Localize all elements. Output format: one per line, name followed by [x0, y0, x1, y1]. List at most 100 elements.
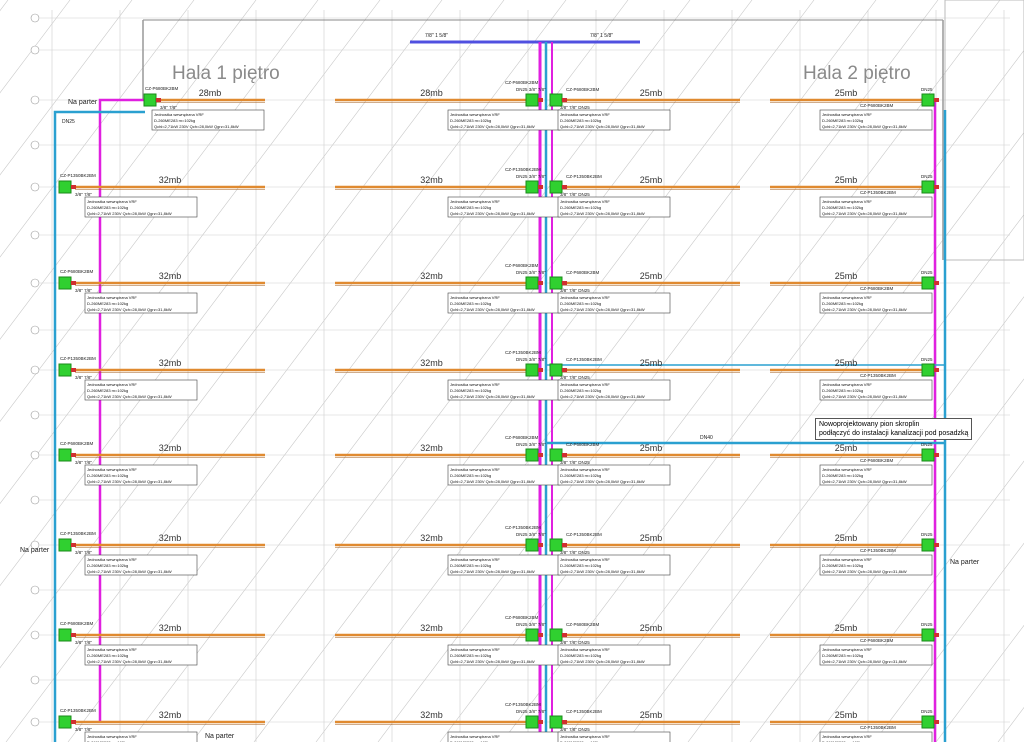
unit-spec-line: D-260ME283 m=102kg	[560, 205, 601, 210]
duct-length-label: 25mb	[835, 271, 858, 281]
unit-connection-icon	[538, 98, 543, 102]
duct-length-label: 32mb	[159, 710, 182, 720]
unit-spec-line: D-260ME283 m=102kg	[87, 653, 128, 658]
duct-length-label: 32mb	[159, 443, 182, 453]
unit-connection-icon	[71, 368, 76, 372]
duct-length-label: 25mb	[640, 623, 663, 633]
unit-model-label: CZ-P680BK2BM	[60, 621, 94, 626]
pipe-size-label: DN25	[921, 709, 933, 714]
pipe-size-label: 3/8" 7/8"	[75, 192, 92, 197]
unit-spec-box	[84, 292, 198, 314]
unit-spec-line: Jednostka wewnętrzna VRF	[450, 199, 500, 204]
unit-connection-icon	[538, 185, 543, 189]
unit-spec-box	[557, 554, 671, 576]
duct-length-label: 25mb	[835, 175, 858, 185]
indoor-unit-icon	[58, 448, 72, 462]
unit-spec-line: Qchł=2,71kW 230V Qch=28,0kW Qgrz=31,8kW	[87, 569, 172, 574]
unit-model-label: CZ-P680BK2BM	[566, 270, 600, 275]
duct-length-label: 25mb	[640, 443, 663, 453]
unit-model-label: CZ-P1350BK2BM	[860, 548, 896, 553]
unit-spec-box	[84, 644, 198, 666]
unit-model-label: CZ-P1350BK2BM	[505, 702, 541, 707]
duct-length-label: 25mb	[835, 88, 858, 98]
pipe-size-label: 3/8" 7/8"	[75, 375, 92, 380]
unit-spec-line: Qchł=2,71kW 230V Qch=28,0kW Qgrz=31,8kW	[560, 659, 645, 664]
duct-length-label: 32mb	[420, 710, 443, 720]
unit-spec-line: Qchł=2,71kW 230V Qch=28,0kW Qgrz=31,8kW	[450, 479, 535, 484]
unit-spec-line: Qchł=2,71kW 230V Qch=28,0kW Qgrz=31,8kW	[822, 569, 907, 574]
na-parter-label: Na parter	[205, 733, 235, 740]
pipe-size-label: DN25	[921, 270, 933, 275]
unit-spec-line: Qchł=2,71kW 230V Qch=28,0kW Qgrz=31,8kW	[450, 394, 535, 399]
unit-model-label: CZ-P680BK2BM	[566, 442, 600, 447]
unit-spec-line: Qchł=2,71kW 230V Qch=28,0kW Qgrz=31,8kW	[450, 307, 535, 312]
unit-spec-line: Qchł=2,71kW 230V Qch=28,0kW Qgrz=31,8kW	[822, 394, 907, 399]
duct-length-label: 28mb	[199, 88, 222, 98]
pipe-size-label: 3/8" 7/8"	[75, 288, 92, 293]
indoor-unit-icon	[58, 363, 72, 377]
unit-spec-line: Jednostka wewnętrzna VRF	[450, 557, 500, 562]
unit-spec-line: Qchł=2,71kW 230V Qch=28,0kW Qgrz=31,8kW	[154, 124, 239, 129]
pipe-size-label: 3/8" 7/8"	[75, 460, 92, 465]
duct-length-label: 25mb	[640, 175, 663, 185]
condensate-riser-left	[53, 110, 145, 742]
unit-spec-box	[84, 464, 198, 486]
hall-2-title: Hala 2 piętro	[803, 63, 911, 84]
unit-model-label: CZ-P680BK2BM	[145, 86, 179, 91]
unit-spec-line: D-260ME283 m=102kg	[822, 653, 863, 658]
unit-spec-box	[819, 196, 933, 218]
unit-spec-line: Jednostka wewnętrzna VRF	[87, 734, 137, 739]
unit-connection-icon	[71, 281, 76, 285]
unit-spec-line: Qchł=2,71kW 230V Qch=28,0kW Qgrz=31,8kW	[822, 479, 907, 484]
duct-length-label: 32mb	[420, 358, 443, 368]
grid-axis-bubble	[30, 675, 40, 685]
indoor-unit-icon	[143, 93, 157, 107]
unit-spec-line: D-260ME283 m=102kg	[822, 473, 863, 478]
unit-connection-icon	[934, 185, 939, 189]
unit-connection-icon	[934, 281, 939, 285]
duct-length-label: 25mb	[640, 271, 663, 281]
unit-spec-line: Jednostka wewnętrzna VRF	[450, 112, 500, 117]
unit-spec-line: D-260ME283 m=102kg	[450, 205, 491, 210]
unit-connection-icon	[934, 98, 939, 102]
unit-spec-line: D-260ME283 m=102kg	[822, 118, 863, 123]
hatch-line	[749, 378, 1024, 742]
unit-spec-box	[819, 109, 933, 131]
grid-axis-bubble	[30, 325, 40, 335]
duct-length-label: 25mb	[835, 443, 858, 453]
duct-length-label: 25mb	[835, 710, 858, 720]
unit-connection-icon	[71, 185, 76, 189]
unit-model-label: CZ-P1350BK2BM	[566, 709, 602, 714]
condensate-riser-note: Nowoprojektowany pion skroplin podłączyć…	[815, 418, 973, 440]
unit-spec-line: Jednostka wewnętrzna VRF	[560, 647, 610, 652]
unit-spec-line: Qchł=2,71kW 230V Qch=28,0kW Qgrz=31,8kW	[560, 307, 645, 312]
unit-spec-line: D-260ME283 m=102kg	[560, 118, 601, 123]
pipe-size-label: DN25 3/8" 7/8"	[516, 270, 546, 275]
unit-spec-line: D-260ME283 m=102kg	[822, 301, 863, 306]
unit-spec-line: D-260ME283 m=102kg	[450, 118, 491, 123]
unit-connection-icon	[562, 720, 567, 724]
pipe-size-label: 3/8" 7/8"	[75, 640, 92, 645]
unit-spec-line: Jednostka wewnętrzna VRF	[822, 734, 872, 739]
unit-spec-line: Qchł=2,71kW 230V Qch=28,0kW Qgrz=31,8kW	[822, 307, 907, 312]
unit-model-label: CZ-P1350BK2BM	[505, 167, 541, 172]
unit-spec-line: Jednostka wewnętrzna VRF	[450, 382, 500, 387]
duct-length-label: 32mb	[159, 271, 182, 281]
indoor-unit-icon	[525, 448, 539, 462]
unit-spec-line: Jednostka wewnętrzna VRF	[822, 382, 872, 387]
unit-spec-line: Qchł=2,71kW 230V Qch=28,0kW Qgrz=31,8kW	[822, 211, 907, 216]
refrigerant-riser-left	[98, 98, 150, 722]
unit-connection-icon	[156, 98, 161, 102]
duct-length-label: 32mb	[159, 623, 182, 633]
indoor-unit-icon	[58, 538, 72, 552]
